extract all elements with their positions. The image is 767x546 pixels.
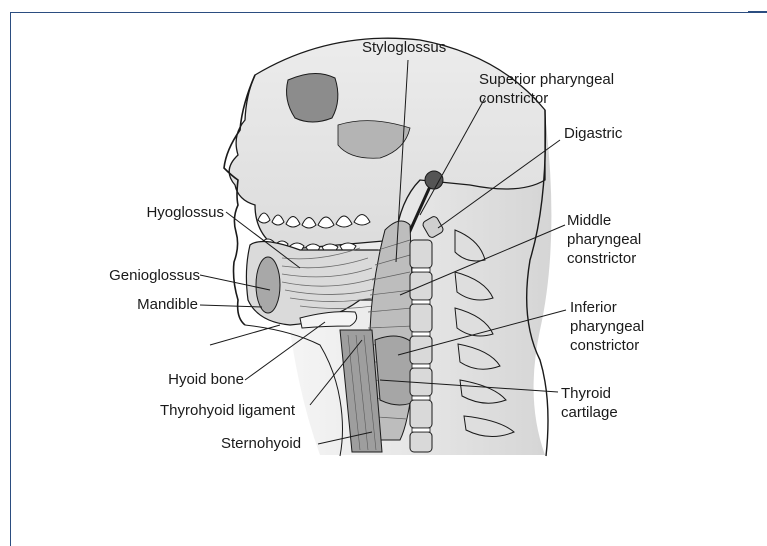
label-superior-pharyngeal-line1: Superior pharyngeal xyxy=(479,72,614,88)
label-middle-pharyngeal-line1: Middle xyxy=(567,213,611,229)
label-superior-pharyngeal-line2: constrictor xyxy=(479,91,548,107)
label-thyrohyoid-ligament: Thyrohyoid ligament xyxy=(160,403,295,419)
label-middle-pharyngeal-line3: constrictor xyxy=(567,251,636,267)
leader-extra-chin xyxy=(210,325,280,345)
label-inferior-pharyngeal-line3: constrictor xyxy=(570,338,639,354)
label-middle-pharyngeal-line2: pharyngeal xyxy=(567,232,641,248)
label-mandible: Mandible xyxy=(100,297,198,313)
label-thyroid-cartilage-line1: Thyroid xyxy=(561,386,611,402)
label-thyroid-cartilage-line2: cartilage xyxy=(561,405,618,421)
label-genioglossus: Genioglossus xyxy=(80,268,200,284)
mastoid-knob xyxy=(425,171,443,189)
label-hyoid-bone: Hyoid bone xyxy=(120,372,244,388)
label-sternohyoid: Sternohyoid xyxy=(221,436,301,452)
orbit xyxy=(287,73,338,122)
mandible-cross-section xyxy=(256,257,280,313)
label-hyoglossus: Hyoglossus xyxy=(120,205,224,221)
label-digastric: Digastric xyxy=(564,126,622,142)
label-inferior-pharyngeal-line2: pharyngeal xyxy=(570,319,644,335)
label-styloglossus: Styloglossus xyxy=(362,40,446,56)
label-inferior-pharyngeal-line1: Inferior xyxy=(570,300,617,316)
